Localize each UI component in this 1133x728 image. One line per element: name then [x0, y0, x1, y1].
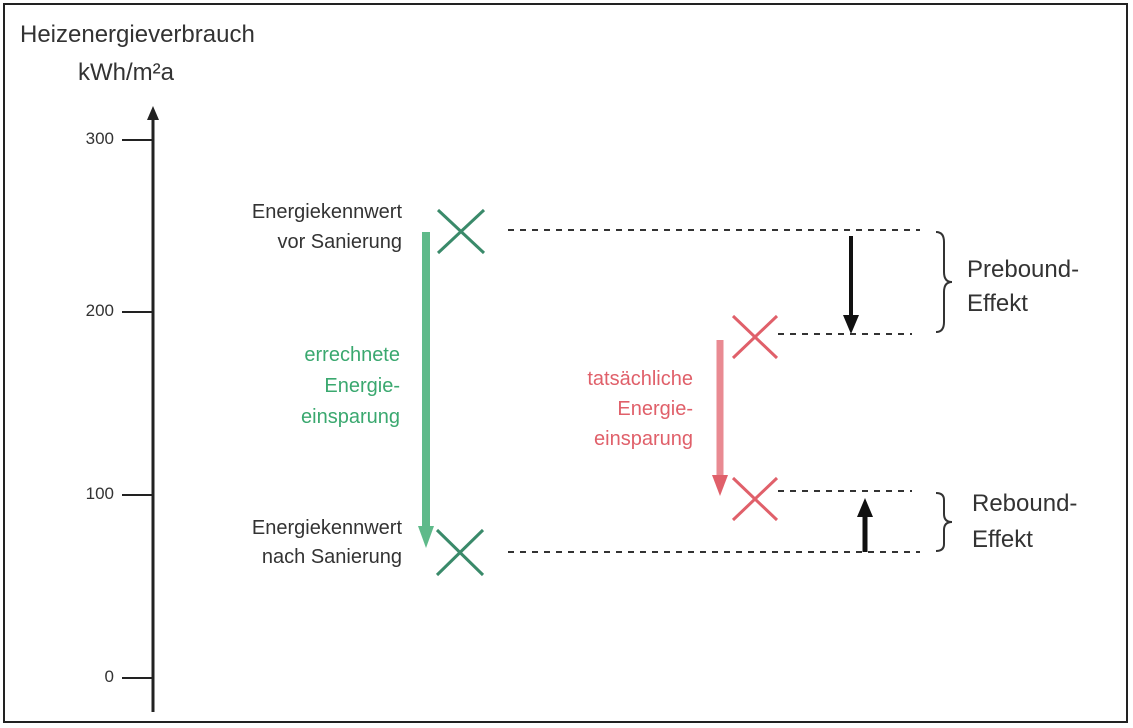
cross-after-renovation	[435, 528, 485, 577]
y-axis-arrowhead	[147, 106, 159, 120]
axis-title-line2: kWh/m²a	[78, 59, 174, 86]
actual-savings-line1: tatsächliche	[587, 368, 693, 390]
calculated-savings-line2: Energie-	[324, 375, 400, 397]
calculated-savings-arrowhead	[418, 526, 434, 548]
prebound-arrowhead	[843, 315, 859, 334]
label-before-line1: Energiekennwert	[251, 201, 402, 223]
rebound-arrowhead	[857, 498, 873, 517]
cross-before-renovation	[436, 208, 486, 255]
rebound-brace	[935, 492, 953, 552]
rebound-label-line1: Rebound-	[972, 490, 1078, 517]
label-after-line2: nach Sanierung	[261, 546, 402, 568]
prebound-brace	[935, 231, 953, 333]
prebound-label-line2: Effekt	[967, 290, 1028, 317]
actual-savings-line2: Energie-	[617, 398, 693, 420]
tick-label-300: 300	[85, 129, 114, 148]
axis-title-line1: Heizenergieverbrauch	[20, 21, 255, 48]
label-before-line2: vor Sanierung	[277, 231, 402, 253]
actual-savings-line3: einsparung	[594, 428, 693, 450]
rebound-label-line2: Effekt	[972, 526, 1033, 553]
calculated-savings-line3: einsparung	[301, 406, 400, 428]
prebound-label-line1: Prebound-	[967, 256, 1080, 283]
calculated-savings-line1: errechnete	[304, 344, 400, 366]
tick-label-100: 100	[85, 484, 114, 503]
cross-actual-after	[731, 476, 779, 522]
tick-label-200: 200	[85, 301, 114, 320]
diagram-frame	[3, 3, 1128, 723]
cross-actual-before	[731, 314, 779, 360]
tick-label-0: 0	[104, 667, 114, 686]
label-after-line1: Energiekennwert	[251, 517, 402, 539]
actual-savings-arrowhead	[712, 475, 728, 496]
